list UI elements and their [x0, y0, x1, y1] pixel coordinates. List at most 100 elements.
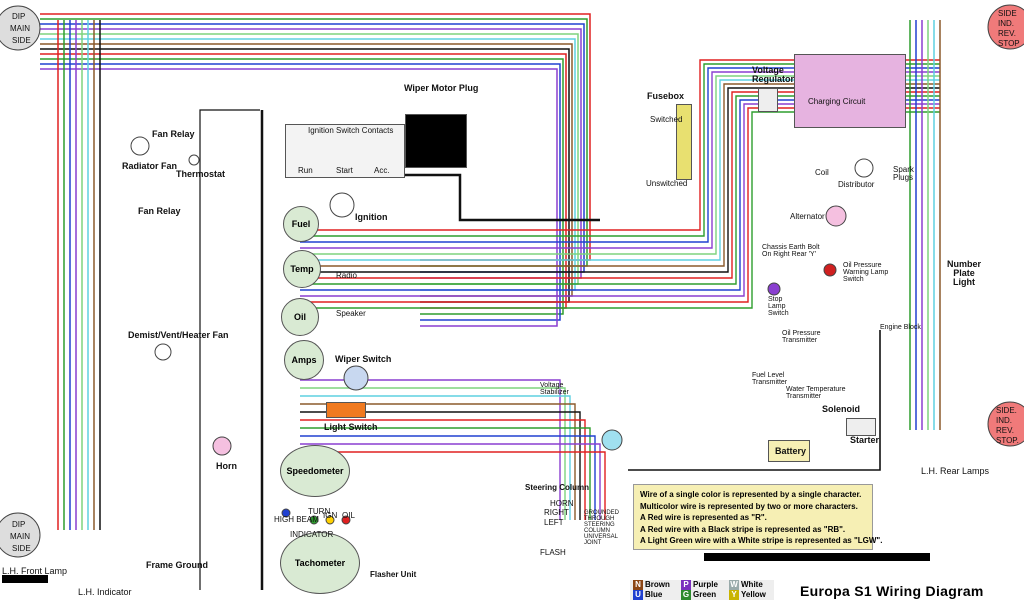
note-line: Wire of a single color is represented by…: [640, 490, 862, 499]
harness-wire: [300, 435, 596, 520]
main-label-top: MAIN: [10, 24, 30, 33]
frame-ground-label: Frame Ground: [146, 560, 209, 570]
ground-wire: [405, 173, 600, 222]
speedometer-label: Speedometer: [286, 466, 344, 476]
radiator-fan-label: Radiator Fan: [122, 161, 178, 171]
spark-plugs-label: Spark Plugs: [893, 165, 914, 182]
high-beam-lamp: [281, 508, 291, 518]
amps-gauge: Amps: [284, 340, 324, 380]
rear-stop-bottom: STOP.: [996, 436, 1019, 445]
oil-lamp: [341, 515, 351, 525]
chassis-earth-label: Chassis Earth Bolt On Right Rear 'Y': [762, 244, 820, 258]
starter-label: Starter: [850, 435, 880, 445]
rear-side-bottom: SIDE.: [996, 406, 1017, 415]
rear-side-top: SIDE: [998, 9, 1017, 18]
wiper-switch-label: Wiper Switch: [335, 354, 392, 364]
harness-wire: [300, 419, 586, 520]
speaker-label: Speaker: [336, 309, 366, 318]
side-label-bottom: SIDE: [12, 544, 31, 553]
rear-rev-top: REV.: [998, 29, 1016, 38]
harness-wire: [300, 411, 581, 520]
right-label: RIGHT: [544, 508, 569, 517]
flash-label: FLASH: [540, 548, 566, 557]
diagram-title: Europa S1 Wiring Diagram: [800, 583, 984, 599]
ign-start-label: Start: [336, 166, 353, 175]
temp-gauge: Temp: [283, 250, 321, 288]
rear-stop-top: STOP: [998, 39, 1020, 48]
high-beam-label: HIGH BEAM: [274, 515, 319, 524]
amps-label: Amps: [291, 355, 317, 365]
ignition-switch-icon: [329, 192, 355, 218]
black-bar-right: [704, 553, 930, 561]
thermostat-icon: [188, 154, 200, 166]
indicator-label: INDICATOR: [290, 530, 334, 539]
rear-ind-bottom: IND.: [996, 416, 1012, 425]
thermostat-label: Thermostat: [176, 169, 226, 179]
alternator-label: Alternator: [790, 212, 825, 221]
ignition-label: Ignition: [355, 212, 388, 222]
solenoid-label: Solenoid: [822, 404, 860, 414]
ign-lamp-label: IGN: [323, 511, 338, 520]
oil-pressure-lamp-icon: [823, 263, 837, 277]
dip-label-top: DIP: [12, 12, 26, 21]
oil-label: Oil: [293, 312, 306, 322]
starter-body: [846, 418, 876, 436]
temp-label: Temp: [290, 264, 314, 274]
alternator-icon: [825, 205, 847, 227]
horn-icon: [212, 436, 232, 456]
note-line: A Red wire is represented as "R".: [640, 513, 767, 522]
note-line: Multicolor wire is represented by two or…: [640, 501, 858, 511]
engine-block-label: Engine Block: [880, 324, 921, 331]
rear-rev-bottom: REV.: [996, 426, 1014, 435]
ignition-switch-contacts-box: [285, 124, 405, 178]
wiper-switch-icon: [343, 365, 369, 391]
ign-run-label: Run: [298, 166, 313, 175]
fusebox-body: [676, 104, 692, 180]
note-line: A Light Green wire with a White stripe i…: [640, 536, 883, 545]
voltage-regulator-label: Voltage Regulator: [752, 65, 795, 84]
main-label-bottom: MAIN: [10, 532, 30, 541]
demist-fan-label: Demist/Vent/Heater Fan: [128, 330, 229, 340]
lh-front-lamp-top: [0, 5, 41, 51]
lh-front-lamp-bottom: [0, 512, 41, 558]
fan-relay-label: Fan Relay: [152, 129, 195, 139]
harness-wire: [300, 451, 606, 520]
wiper-motor-plug-label: Wiper Motor Plug: [404, 83, 479, 93]
side-label-top: SIDE: [12, 36, 31, 45]
ign-lamp: [325, 515, 335, 525]
black-block: [405, 114, 467, 168]
tachometer-gauge: Tachometer: [280, 532, 360, 594]
oil-pressure-lamp-label: Oil Pressure Warning Lamp Switch: [843, 262, 889, 283]
harness-wire: [300, 395, 571, 520]
coil-label: Coil: [815, 168, 829, 177]
harness-wire: [40, 68, 558, 327]
black-bar-left: [2, 575, 48, 583]
horn-right-label: HORN: [550, 499, 574, 508]
oil-gauge: Oil: [281, 298, 319, 336]
lh-front-lamp-label: L.H. Front Lamp: [2, 566, 68, 576]
charging-circuit-label: Charging Circuit: [808, 97, 866, 106]
harness-wire: [300, 443, 601, 520]
harness-wire: [300, 387, 566, 520]
oil-lamp-label: OIL: [342, 511, 355, 520]
number-plate-light-label: Number Plate Light: [946, 259, 981, 287]
lh-rear-lamp-top: [987, 4, 1024, 50]
distributor-label: Distributor: [838, 180, 875, 189]
ignition-switch-contacts-label: Ignition Switch Contacts: [308, 126, 394, 135]
fusebox-label: Fusebox: [647, 91, 685, 101]
fuel-gauge: Fuel: [283, 206, 319, 242]
lh-rear-lamps-label: L.H. Rear Lamps: [921, 466, 990, 476]
rear-ind-top: IND.: [998, 19, 1014, 28]
dip-label-bottom: DIP: [12, 520, 26, 529]
flasher-unit-label: Flasher Unit: [370, 570, 417, 579]
light-switch-label: Light Switch: [324, 422, 378, 432]
ground-wire: [199, 109, 260, 590]
speedometer-gauge: Speedometer: [280, 445, 350, 497]
switched-label: Switched: [650, 115, 683, 124]
oil-pressure-transmitter-label: Oil Pressure Transmitter: [782, 330, 821, 344]
